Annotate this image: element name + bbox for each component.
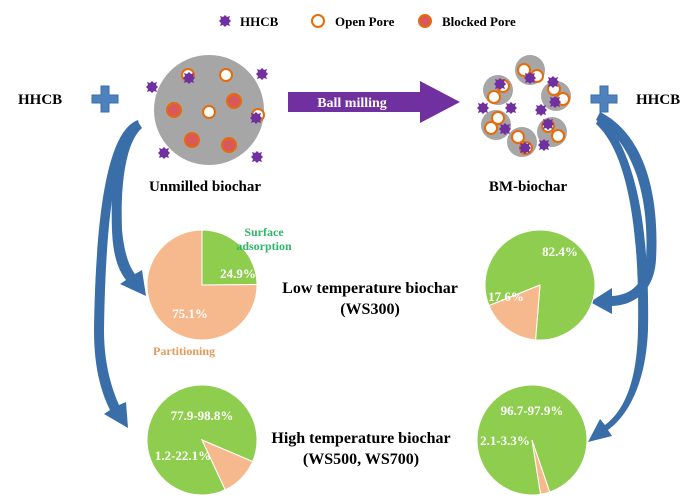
pie-1-label-partitioning: 75.1% <box>172 306 208 321</box>
curved-arrow-right-lower <box>588 116 649 442</box>
pie-3-slice-partitioning <box>200 439 254 491</box>
bm-biochar-label: BM-biochar <box>489 179 568 195</box>
legend-hhcb: HHCB <box>240 14 279 29</box>
plus-icon-left <box>91 85 119 113</box>
low-temp-sub: (WS300) <box>340 301 400 318</box>
legend-blocked-pore: Blocked Pore <box>442 14 516 29</box>
hhcb-right-label: HHCB <box>636 92 680 108</box>
bm-biochar-particles <box>477 55 571 157</box>
pie-1-slice-partitioning <box>146 229 258 341</box>
ball-milling-label: Ball milling <box>317 96 387 111</box>
unmilled-biochar-label: Unmilled biochar <box>149 179 261 195</box>
pie-1-slice-surface-adsorption <box>201 229 258 286</box>
surface-label-1: Surface <box>244 225 284 239</box>
open-pore-legend-icon <box>311 14 325 28</box>
plus-icon-right <box>590 85 618 113</box>
unmilled-biochar-particle <box>146 55 268 165</box>
pie-2-slice-partitioning <box>488 284 541 341</box>
hhcb-left-label: HHCB <box>18 92 62 108</box>
pie-4-label-partitioning: 2.1-3.3% <box>480 433 530 448</box>
hhcb-legend-icon <box>219 15 231 27</box>
surface-label-2: adsorption <box>236 239 292 253</box>
legend-open-pore: Open Pore <box>335 14 395 29</box>
pie-4-slice-partitioning <box>531 439 551 495</box>
pie-3-label-partitioning: 1.2-22.1% <box>155 448 211 463</box>
blocked-pore-legend-icon <box>418 14 432 28</box>
pie-3-label-surface-adsorption: 77.9-98.8% <box>171 408 234 423</box>
high-temp-title: High temperature biochar <box>271 430 450 447</box>
legend: HHCB Open Pore Blocked Pore <box>219 14 516 29</box>
low-temp-title: Low temperature biochar <box>282 280 458 297</box>
pie-2-label-partitioning: 17.6% <box>488 289 524 304</box>
pie-4-label-surface-adsorption: 96.7-97.9% <box>501 403 564 418</box>
pie-1-label-surface-adsorption: 24.9% <box>220 266 256 281</box>
ball-milling-arrow <box>288 81 460 123</box>
curved-arrow-left-inner <box>111 122 146 296</box>
pie-2-label-surface-adsorption: 82.4% <box>542 244 578 259</box>
curved-arrow-left-outer <box>94 120 140 428</box>
partitioning-label: Partitioning <box>153 344 215 358</box>
curved-arrow-right-upper <box>590 112 657 314</box>
high-temp-sub: (WS500, WS700) <box>303 451 419 468</box>
